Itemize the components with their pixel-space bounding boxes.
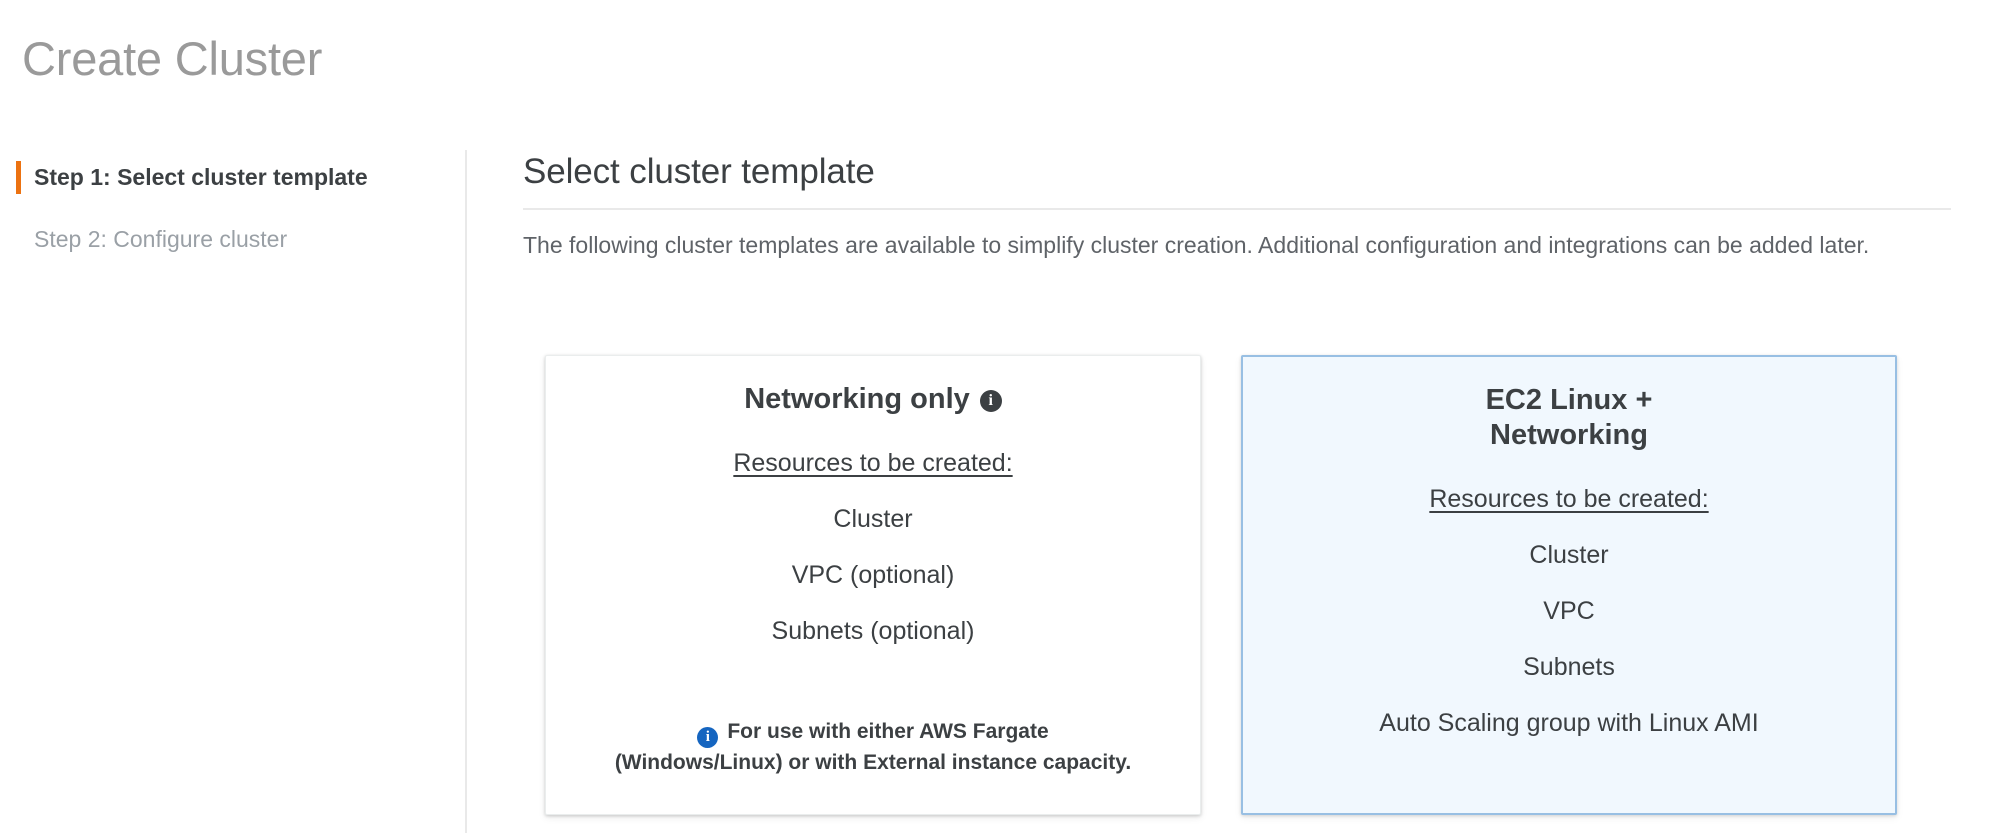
list-item: VPC [1543,596,1595,625]
list-item: Auto Scaling group with Linux AMI [1379,708,1759,737]
resource-list: Cluster VPC Subnets Auto Scaling group w… [1243,514,1895,738]
sidebar-item-step-1[interactable]: Step 1: Select cluster template [0,158,465,198]
list-item: Subnets [1523,652,1615,681]
resources-to-be-created-label: Resources to be created: [1429,484,1709,513]
list-item: Cluster [1529,540,1609,569]
section-divider [523,207,1951,210]
active-step-accent-bar [16,161,21,194]
card-note-text: For use with either AWS Fargate (Windows… [614,720,1132,774]
info-icon: i [697,727,719,749]
cluster-template-card-list: Networking only i Resources to be create… [545,355,1897,815]
card-title-text: Networking only [744,383,970,415]
card-title: EC2 Linux + Networking [1486,383,1653,453]
resources-to-be-created-label: Resources to be created: [733,448,1013,477]
page-title: Create Cluster [22,32,323,85]
list-item: Subnets (optional) [771,616,975,645]
main-content: Select cluster template The following cl… [523,150,1953,261]
card-title-text: EC2 Linux + Networking [1485,384,1653,451]
info-icon[interactable]: i [979,390,1002,413]
section-heading: Select cluster template [523,152,875,191]
sidebar-item-step-2[interactable]: Step 2: Configure cluster [0,220,465,260]
wizard-steps-sidebar: Step 1: Select cluster template Step 2: … [0,150,467,833]
cluster-template-card-networking-only[interactable]: Networking only i Resources to be create… [545,355,1201,815]
sidebar-item-step-1-label: Step 1: Select cluster template [34,164,368,191]
resource-list: Cluster VPC (optional) Subnets (optional… [546,478,1200,646]
list-item: Cluster [833,504,913,533]
sidebar-item-step-2-label: Step 2: Configure cluster [34,226,288,253]
card-title: Networking only i [744,382,1002,417]
cluster-template-card-ec2-linux-networking[interactable]: EC2 Linux + Networking Resources to be c… [1241,355,1897,815]
section-description: The following cluster templates are avai… [523,231,1870,258]
list-item: VPC (optional) [791,560,955,589]
